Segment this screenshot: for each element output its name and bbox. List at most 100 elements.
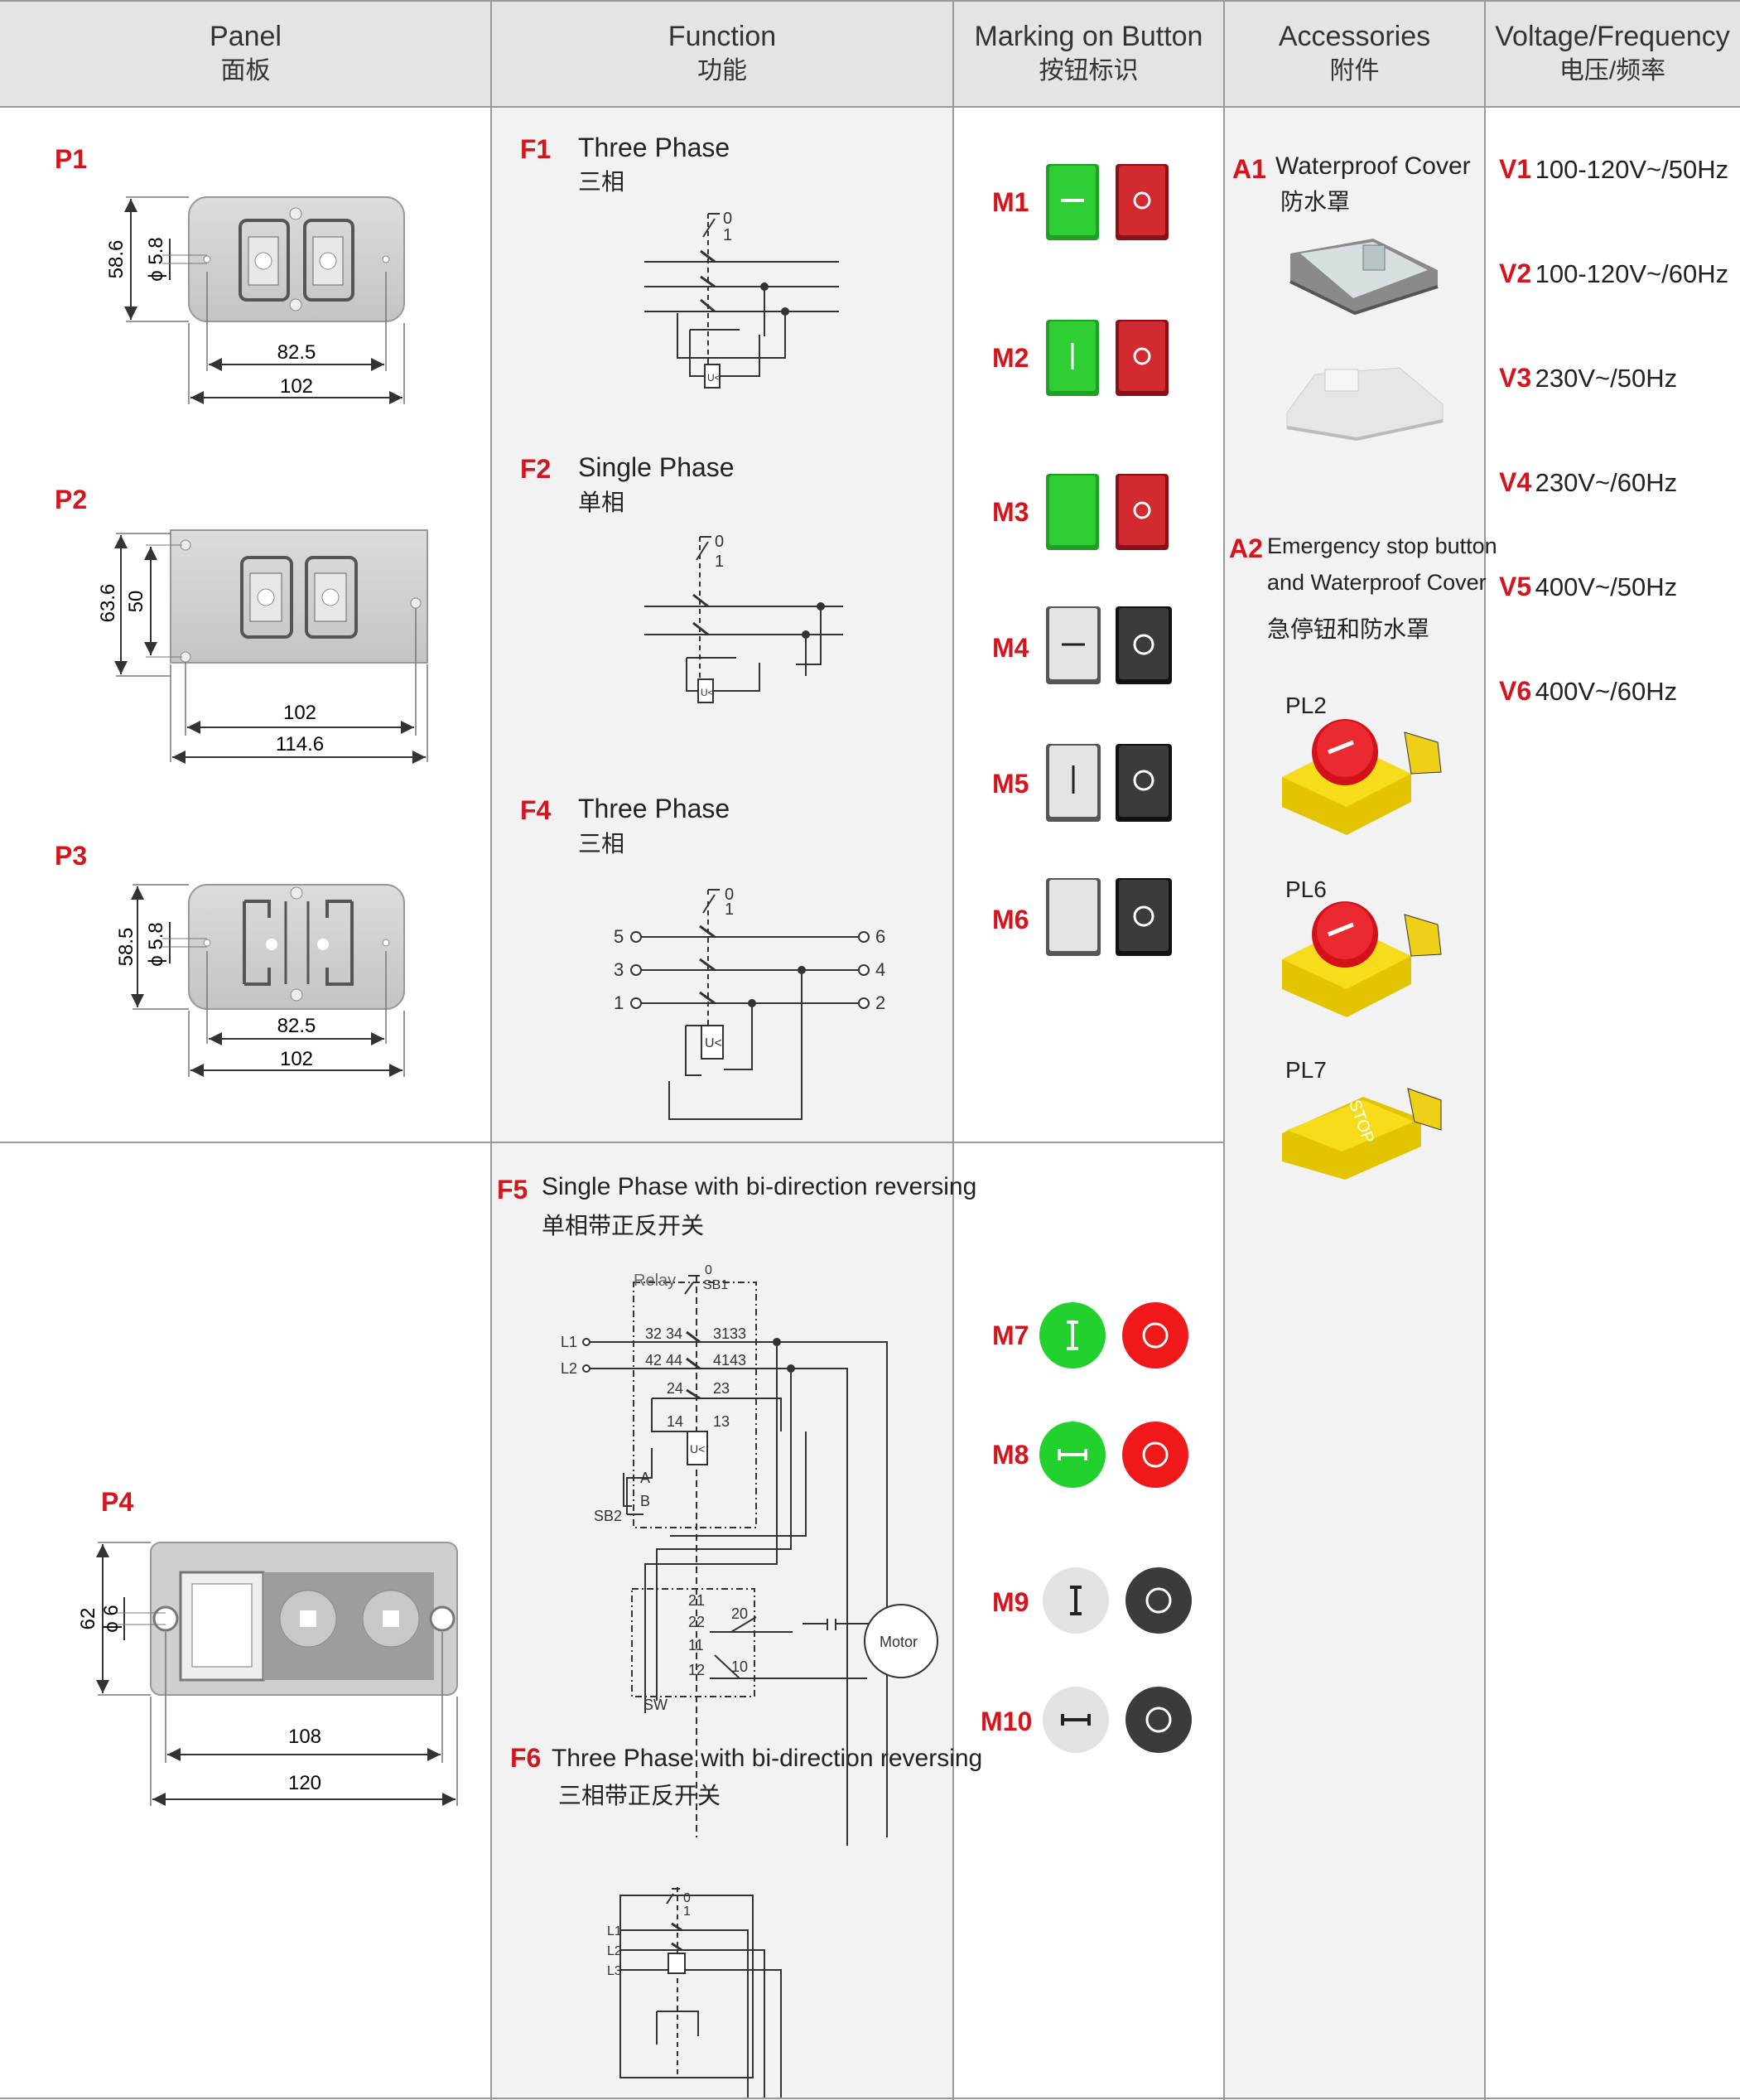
f4-label-4: 4 (875, 959, 885, 980)
emergency-stop-pl7-icon (1282, 1088, 1442, 1180)
function-f4-zh: 三相 (578, 831, 625, 857)
button-m9 (1043, 1567, 1192, 1634)
accessory-a2-en1: Emergency stop button (1267, 533, 1497, 558)
f5-label-sb1: SB1 (703, 1278, 728, 1292)
waterproof-cover-clear-icon (1289, 239, 1439, 316)
header-panel-en: Panel (210, 21, 282, 52)
function-f1-code: F1 (520, 134, 552, 164)
voltage-v6: V6 400V~/60Hz (1499, 676, 1677, 707)
accessory-a2-en2: and Waterproof Cover (1267, 570, 1487, 595)
header-function: Function 功能 (491, 0, 953, 106)
f5-label-24: 24 (667, 1380, 683, 1397)
f4-label-2: 2 (875, 992, 885, 1013)
f5-label-21: 21 (688, 1592, 705, 1609)
button-m7 (1039, 1302, 1188, 1369)
marking-m7-code: M7 (992, 1320, 1029, 1350)
accessory-a1-code: A1 (1232, 154, 1266, 184)
header-accessories-zh: 附件 (1329, 57, 1380, 84)
button-m4 (1046, 606, 1172, 684)
p3-inner-width: 82.5 (277, 1015, 316, 1037)
panel-p3-drawing (131, 884, 405, 1077)
f1-schematic (644, 213, 839, 389)
p2-outer-width: 114.6 (276, 733, 324, 756)
f1-label-uv: U< (707, 372, 721, 384)
header-marking: Marking on Button 按钮标识 (953, 0, 1224, 106)
header-accessories-en: Accessories (1278, 21, 1431, 52)
f5-label-3234: 32 34 (645, 1325, 682, 1342)
grid-col-1 (490, 0, 492, 2100)
panel-p2-drawing (114, 529, 428, 764)
header-marking-en: Marking on Button (974, 21, 1203, 52)
function-f6-zh: 三相带正反开关 (558, 1783, 721, 1808)
f5-schematic (582, 1275, 938, 1846)
f2-label-uv: U< (701, 687, 714, 698)
p1-inner-width: 82.5 (277, 341, 316, 364)
f6-label-l1: L1 (607, 1924, 622, 1938)
f6-label-l3: L3 (607, 1964, 622, 1978)
voltage-v5-code: V5 (1499, 572, 1532, 601)
marking-m5-code: M5 (992, 769, 1029, 799)
p4-outer-width: 120 (288, 1772, 321, 1794)
f5-label-10: 10 (731, 1658, 748, 1675)
f4-label-0: 0 (725, 886, 734, 904)
f6-schematic (619, 1887, 782, 2098)
grid-col-3 (1223, 0, 1225, 2100)
f5-label-20: 20 (731, 1605, 748, 1622)
function-f2-en: Single Phase (578, 452, 735, 482)
f5-label-4244: 42 44 (645, 1352, 682, 1369)
grid-bottom (0, 2098, 1740, 2099)
f5-label-3133: 3133 (713, 1325, 746, 1342)
marking-m3-code: M3 (992, 497, 1029, 527)
voltage-v6-code: V6 (1499, 676, 1532, 706)
grid-col-2 (952, 0, 954, 2100)
p4-inner-width: 108 (288, 1726, 321, 1748)
function-f5-en: Single Phase with bi-direction reversing (542, 1173, 977, 1200)
header-function-en: Function (668, 21, 777, 52)
f4-label-1b: 1 (614, 992, 624, 1013)
accessory-a2-code: A2 (1229, 533, 1263, 563)
f5-label-uv: U< (690, 1442, 705, 1456)
function-f2-code: F2 (520, 454, 552, 484)
voltage-v4-value: 230V~/60Hz (1535, 468, 1678, 497)
f4-label-1: 1 (725, 900, 734, 919)
f4-label-uv: U< (705, 1036, 722, 1050)
accessories-column-bg (1224, 0, 1485, 2100)
emergency-stop-pl2-icon (1282, 719, 1442, 835)
function-f5-code: F5 (497, 1175, 528, 1204)
grid-top (0, 0, 1740, 2)
f5-label-l1: L1 (561, 1334, 577, 1350)
header-panel: Panel 面板 (0, 0, 491, 106)
header-voltage: Voltage/Frequency 电压/频率 (1485, 0, 1740, 106)
f2-label-0: 0 (715, 533, 724, 551)
p2-inner-width: 102 (283, 702, 316, 724)
header-function-zh: 功能 (697, 57, 747, 84)
voltage-v3-code: V3 (1499, 363, 1532, 393)
f4-label-3: 3 (614, 959, 624, 980)
panel-p4-drawing (96, 1542, 458, 1806)
voltage-v5: V5 400V~/50Hz (1499, 572, 1677, 602)
p3-height: 58.5 (115, 928, 137, 967)
function-f6-en: Three Phase with bi-direction reversing (552, 1745, 983, 1772)
voltage-v6-value: 400V~/60Hz (1535, 677, 1678, 706)
p2-inner-height: 50 (125, 591, 147, 613)
function-f1-en: Three Phase (578, 133, 730, 162)
button-m2 (1046, 320, 1169, 396)
voltage-v4: V4 230V~/60Hz (1499, 467, 1677, 498)
grid-header-bottom (0, 106, 1740, 108)
marking-m2-code: M2 (992, 343, 1029, 373)
marking-m1-code: M1 (992, 187, 1029, 217)
f4-label-6: 6 (875, 926, 885, 947)
f4-label-5: 5 (614, 926, 624, 947)
voltage-v2-code: V2 (1499, 258, 1532, 288)
f6-label-0: 0 (683, 1891, 691, 1905)
function-f2-zh: 单相 (578, 490, 625, 515)
marking-m6-code: M6 (992, 905, 1029, 934)
function-f6-code: F6 (510, 1743, 542, 1773)
p1-outer-width: 102 (280, 375, 313, 398)
accessory-a1-en: Waterproof Cover (1275, 152, 1471, 180)
button-m1 (1046, 164, 1169, 240)
f5-label-12: 12 (688, 1662, 705, 1678)
voltage-v2-value: 100-120V~/60Hz (1535, 259, 1729, 288)
marking-m9-code: M9 (992, 1587, 1029, 1617)
accessory-pl7-label: PL7 (1285, 1057, 1327, 1083)
